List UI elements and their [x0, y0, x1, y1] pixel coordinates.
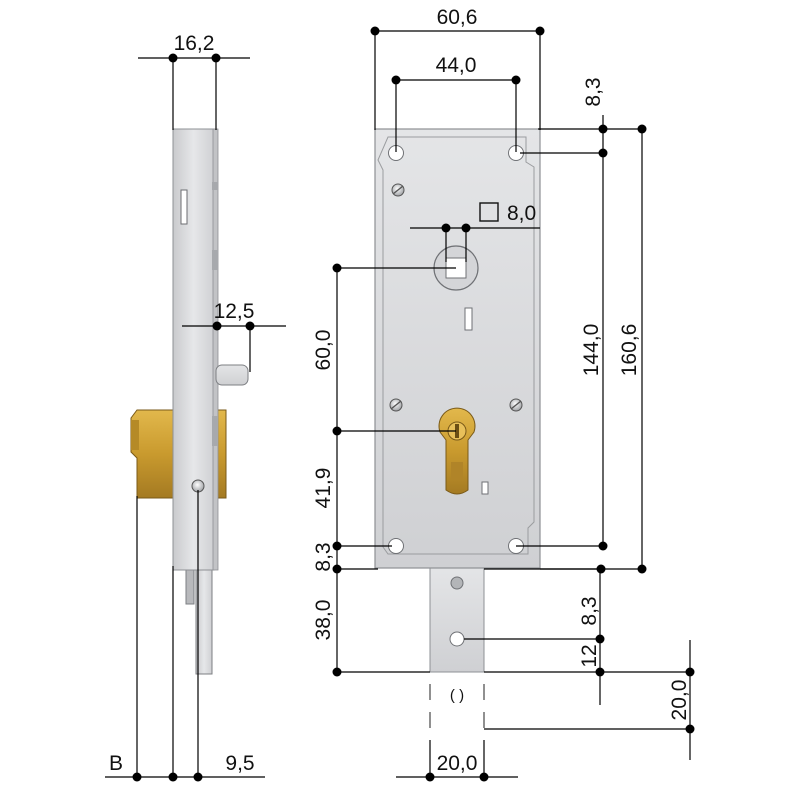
front-small-rect [481, 481, 489, 495]
dim-plate-hole-to-end: 12 [578, 644, 601, 667]
side-faceplate [212, 128, 219, 571]
dim-hole-spacing: 44,0 [436, 54, 477, 77]
square-symbol-icon [479, 202, 499, 222]
dim-square: 8,0 [479, 202, 536, 225]
dim-plate-extension: 20,0 [668, 680, 691, 721]
dim-bolt-projection: 12,5 [214, 300, 255, 323]
dim-total-width: 60,6 [437, 6, 478, 29]
front-keyway [455, 424, 459, 438]
dimension-labels: 16,2 60,6 44,0 8,3 8,0 12,5 60,0 41,9 8,… [109, 6, 691, 775]
strike-plate-lower-hole [449, 631, 465, 647]
continuation-mark: ( ) [450, 687, 464, 704]
dim-square-size: 8,0 [507, 202, 536, 225]
side-bolt [215, 364, 249, 386]
dim-side-width: 16,2 [174, 32, 215, 55]
dim-top-offset: 8,3 [582, 77, 605, 106]
side-cylinder-band [131, 420, 139, 450]
strike-plate-upper-hole [450, 576, 464, 590]
dim-bottom-offset: 8,3 [312, 542, 335, 571]
dim-plate-width: 20,0 [437, 752, 478, 775]
side-notch-1 [212, 182, 218, 190]
dim-cylinder-offset: 9,5 [225, 752, 254, 775]
front-case-inner-outline [377, 136, 535, 555]
front-screw-mid-left [389, 398, 403, 412]
side-lower-bar-left [185, 565, 195, 605]
dim-follower-to-cylinder: 60,0 [312, 330, 335, 371]
side-view [130, 128, 249, 675]
front-screw-mid-right [509, 398, 523, 412]
dim-plate-hole-offset: 8,3 [578, 596, 601, 625]
dim-total-height: 160,6 [618, 324, 641, 377]
side-body [172, 128, 215, 571]
dim-cylinder-to-hole: 41,9 [312, 468, 335, 509]
front-screw-top [391, 183, 405, 197]
front-cylinder-logo [451, 462, 463, 480]
side-notch-3 [212, 416, 218, 446]
front-view [374, 128, 541, 728]
side-notch-2 [212, 250, 218, 270]
front-small-slot [464, 307, 473, 331]
dim-plate-length: 38,0 [312, 600, 335, 641]
side-slot [180, 189, 188, 225]
dim-hole-span-vertical: 144,0 [580, 324, 603, 377]
front-case [374, 128, 541, 569]
strike-plate-continuation [429, 684, 485, 728]
dimension-lines [105, 26, 695, 782]
dim-backset-label: B [109, 752, 123, 775]
